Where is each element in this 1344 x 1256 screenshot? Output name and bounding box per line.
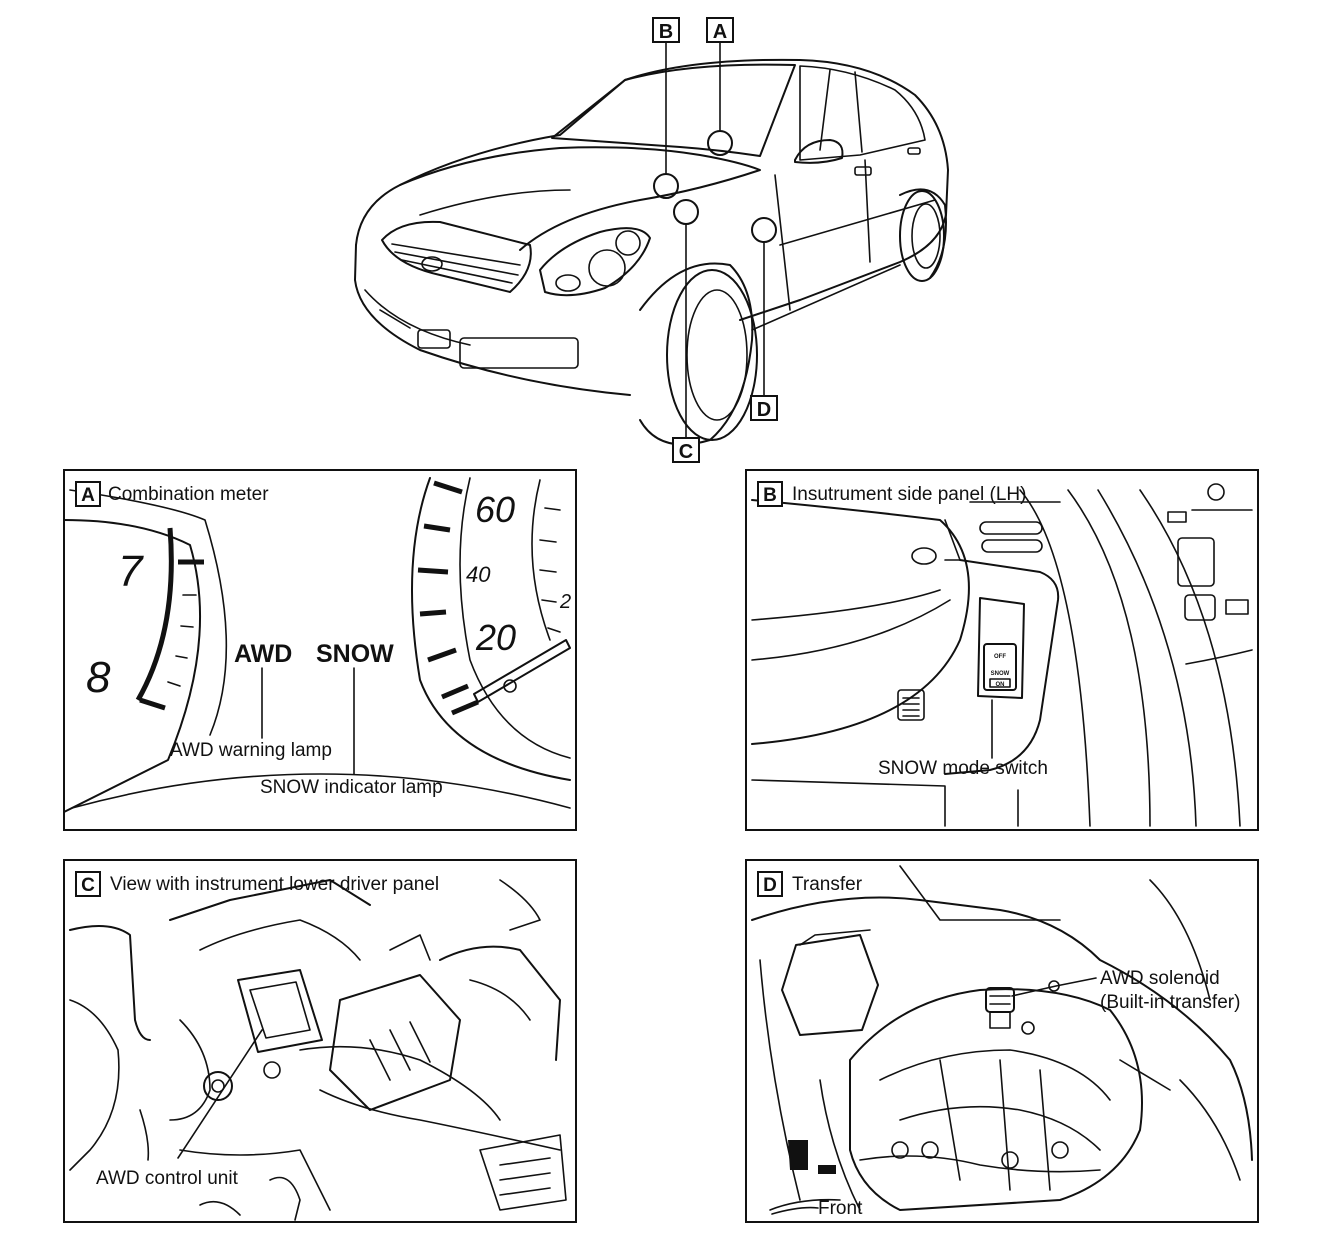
front-arrow — [769, 1140, 841, 1215]
panel-a-title: Combination meter — [108, 484, 269, 505]
svg-text:A: A — [713, 21, 727, 43]
callout-b: B — [652, 17, 680, 43]
svg-text:C: C — [679, 441, 693, 463]
panel-d-title: Transfer — [792, 874, 863, 895]
panel-a-tag: A — [81, 485, 95, 506]
snow-mode-switch: OFF SNOW ON — [983, 643, 1017, 691]
callout-a: A — [706, 17, 734, 43]
speed-label-2: 2 — [559, 591, 571, 613]
svg-text:D: D — [757, 399, 771, 421]
snow-mode-switch-label: SNOW mode switch — [878, 758, 1048, 779]
panel-c-title: View with instrument lower driver panel — [110, 874, 439, 895]
speed-label-60: 60 — [475, 489, 515, 530]
location-d-circle — [751, 217, 777, 243]
svg-text:B: B — [659, 21, 673, 43]
awd-lamp-symbol: AWD — [234, 640, 292, 668]
awd-control-unit-label: AWD control unit — [96, 1168, 239, 1189]
svg-text:SNOW: SNOW — [991, 671, 1010, 677]
svg-text:ON: ON — [996, 682, 1005, 688]
location-c-circle — [673, 199, 699, 225]
callout-c: C — [672, 437, 700, 463]
car-illustration: A B C D — [354, 17, 949, 463]
speed-label-40: 40 — [466, 562, 491, 587]
svg-text:OFF: OFF — [994, 654, 1006, 660]
awd-warning-lamp-label: AWD warning lamp — [170, 740, 332, 761]
panel-b-instrument-side-panel: OFF SNOW ON SNOW mode switch B Insutrume… — [745, 469, 1259, 831]
front-label: Front — [818, 1198, 863, 1219]
panel-c-awd-control-unit-view: AWD control unit C View with instrument … — [63, 859, 577, 1223]
panel-a-combination-meter: 7 8 60 40 20 2 AWD SNOW AWD warning lamp… — [63, 469, 577, 831]
awd-solenoid-label: AWD solenoid — [1100, 968, 1220, 989]
callout-d: D — [750, 395, 778, 421]
panel-b-tag: B — [763, 485, 777, 506]
awd-solenoid-sublabel: (Built-in transfer) — [1100, 992, 1240, 1013]
panel-b-title: Insutrument side panel (LH) — [792, 484, 1026, 505]
panel-d-transfer: AWD solenoid (Built-in transfer) Front D… — [745, 859, 1259, 1223]
speed-label-20: 20 — [475, 617, 516, 658]
panel-c-tag: C — [81, 875, 95, 896]
tach-label-8: 8 — [86, 653, 111, 702]
awd-solenoid — [985, 987, 1035, 1035]
speed-needle — [473, 639, 571, 703]
snow-lamp-symbol: SNOW — [316, 640, 394, 668]
tach-red-zone — [135, 527, 174, 702]
panel-d-tag: D — [763, 875, 777, 896]
snow-indicator-lamp-label: SNOW indicator lamp — [260, 777, 443, 798]
tach-label-7: 7 — [118, 547, 144, 596]
